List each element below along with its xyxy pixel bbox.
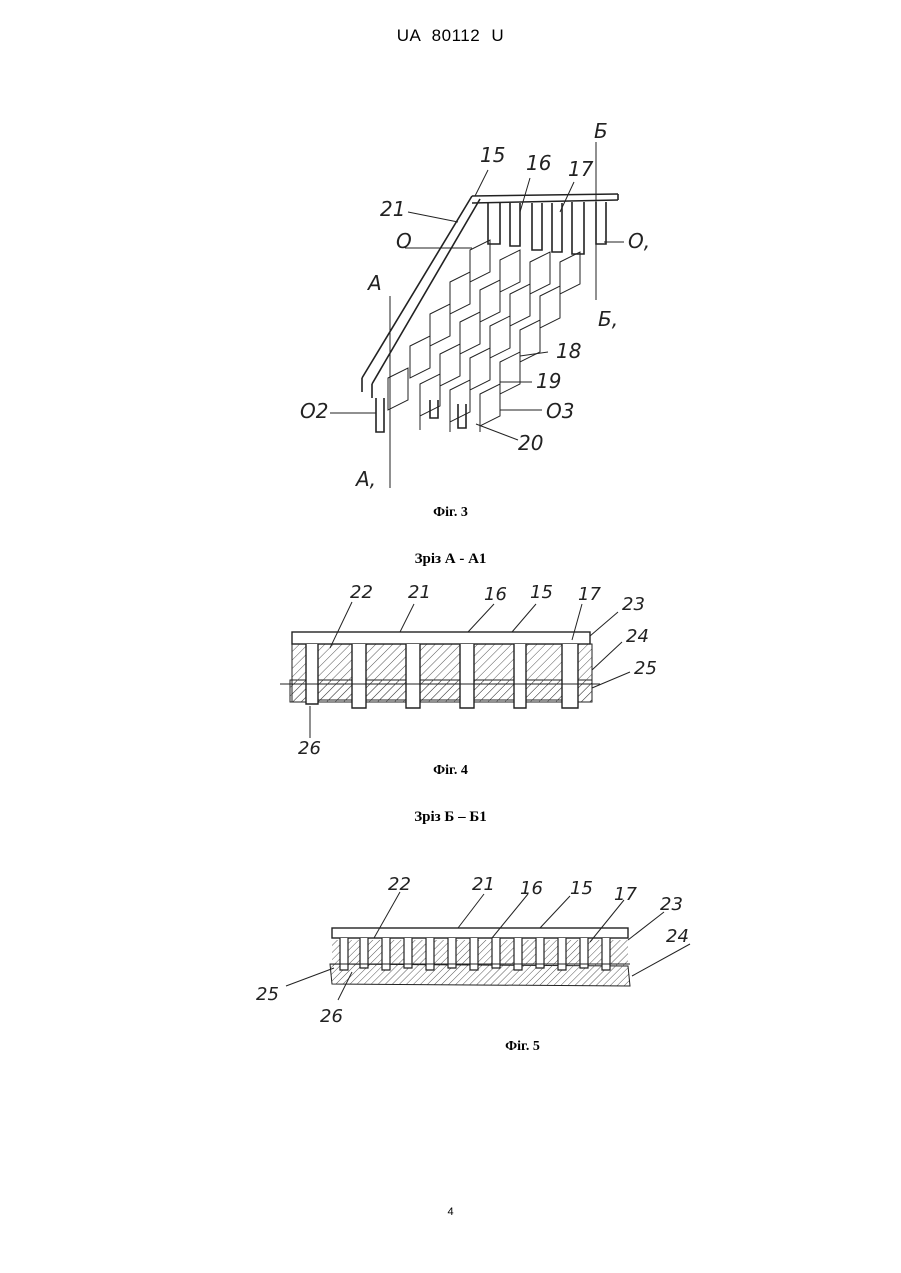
label-20: 20 — [518, 431, 543, 455]
label-O3: О3 — [546, 399, 574, 423]
label-O2: О2 — [300, 399, 328, 423]
figure-4: 22 21 16 15 17 23 24 25 26 — [0, 570, 901, 770]
label-A: А — [366, 271, 382, 295]
fig5-label-22: 22 — [388, 874, 411, 895]
fig4-label-25: 25 — [634, 658, 657, 679]
label-17: 17 — [568, 157, 594, 181]
blocks-22 — [292, 644, 592, 702]
figure-3-drawing: 15 16 17 Б 21 О О, А Б, 18 19 О2 О3 20 А… — [0, 0, 901, 500]
fig5-label-15: 15 — [570, 878, 593, 899]
figure-3: 15 16 17 Б 21 О О, А Б, 18 19 О2 О3 20 А… — [0, 0, 901, 500]
figure-3-caption: Фіг. 3 — [0, 505, 901, 521]
section-title-a-a1: Зріз А - А1 — [0, 551, 901, 568]
fig4-label-17: 17 — [578, 584, 601, 605]
fig4-label-22: 22 — [350, 582, 373, 603]
section-title-b-b1: Зріз Б – Б1 — [0, 809, 901, 826]
fig5-label-26: 26 — [320, 1006, 343, 1027]
fig4-label-15: 15 — [530, 582, 553, 603]
fig5-label-24: 24 — [666, 926, 689, 947]
fig5-label-16: 16 — [520, 878, 543, 899]
fig5-label-23: 23 — [660, 894, 683, 915]
fig4-label-23: 23 — [622, 594, 645, 615]
figure-5-drawing: 22 21 16 15 17 23 24 25 26 — [0, 860, 901, 1040]
figure-5-caption: Фіг. 5 — [72, 1039, 901, 1055]
fig5-label-21: 21 — [472, 874, 495, 895]
fig5-label-17: 17 — [614, 884, 637, 905]
label-B: Б — [594, 119, 608, 143]
fig4-label-16: 16 — [484, 584, 507, 605]
label-A1: А, — [354, 467, 376, 491]
figure-4-caption: Фіг. 4 — [0, 763, 901, 779]
fig4-label-21: 21 — [408, 582, 431, 603]
fig4-label-24: 24 — [626, 626, 649, 647]
label-16: 16 — [526, 151, 551, 175]
label-19: 19 — [536, 369, 561, 393]
page-number: 4 — [0, 1206, 901, 1218]
label-21: 21 — [380, 197, 405, 221]
label-15: 15 — [480, 143, 505, 167]
fig4-label-26: 26 — [298, 738, 321, 759]
figure-5: 22 21 16 15 17 23 24 25 26 — [0, 860, 901, 1040]
top-ribs — [488, 202, 606, 254]
label-O1: О, — [628, 229, 650, 253]
label-B1: Б, — [598, 307, 618, 331]
figure-4-drawing: 22 21 16 15 17 23 24 25 26 — [0, 570, 901, 770]
diagonal-bar-21 — [362, 196, 480, 398]
fig5-label-25: 25 — [256, 984, 279, 1005]
label-18: 18 — [556, 339, 581, 363]
label-O: О — [396, 229, 412, 253]
